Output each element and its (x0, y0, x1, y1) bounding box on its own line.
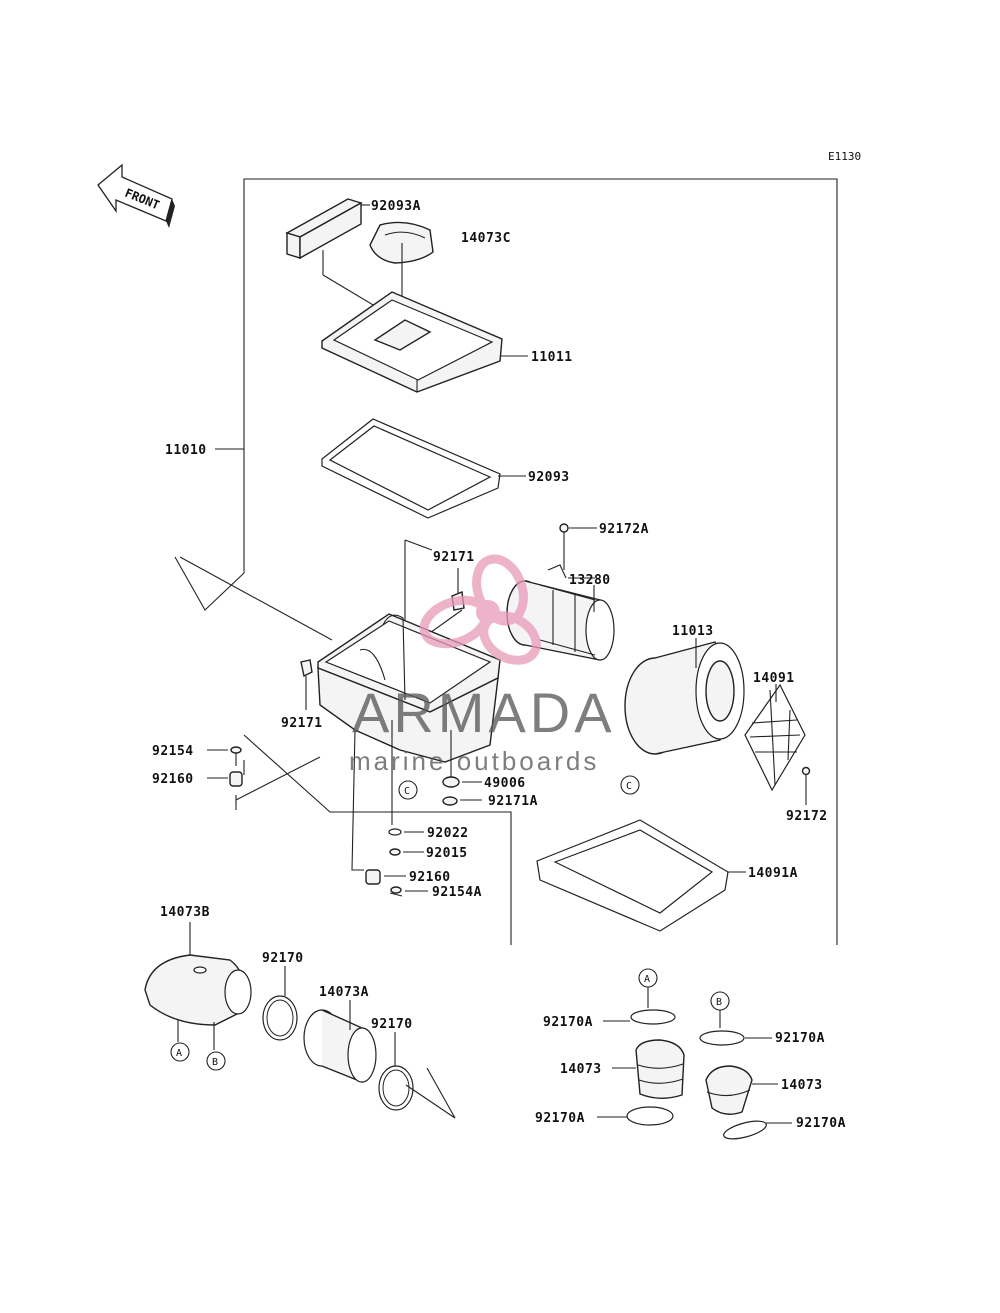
part-label-92170-b: 92170 (371, 1017, 413, 1032)
diagram-code: E1130 (828, 150, 861, 163)
part-label-92154A: 92154A (432, 885, 482, 900)
watermark-brand: ARMADA (352, 681, 616, 744)
screw-92172A (559, 523, 597, 570)
ref-marker-a-2: A (638, 968, 658, 988)
intake-duct-14073B (144, 954, 252, 1026)
svg-text:B: B (716, 997, 722, 1008)
part-label-92022: 92022 (427, 826, 469, 841)
nut-92015 (389, 848, 401, 856)
clamp-92170A-3 (699, 1030, 745, 1046)
part-label-14073-2: 14073 (781, 1078, 823, 1093)
part-label-92172: 92172 (786, 809, 828, 824)
front-arrow-icon: FRONT (97, 163, 175, 228)
ref-marker-b-1: B (206, 1051, 226, 1071)
hose-14073-1 (635, 1039, 685, 1099)
svg-text:A: A (644, 974, 650, 985)
part-label-14091: 14091 (753, 671, 795, 686)
part-label-92093: 92093 (528, 470, 570, 485)
ref-marker-a-1: A (170, 1042, 190, 1062)
foam-strip-92093A (285, 198, 370, 260)
part-label-14073A: 14073A (319, 985, 369, 1000)
ref-marker-c-2: C (620, 775, 640, 795)
part-label-14073C: 14073C (461, 231, 511, 246)
clamp-92170-a (262, 995, 298, 1041)
svg-text:C: C (404, 786, 410, 797)
part-label-92170A-2: 92170A (535, 1111, 585, 1126)
part-label-14091A: 14091A (748, 866, 798, 881)
part-label-14073B: 14073B (160, 905, 210, 920)
part-label-92170A-1: 92170A (543, 1015, 593, 1030)
hose-14073-2 (705, 1065, 753, 1115)
clip-92171A (442, 796, 458, 806)
grommet-92160 (229, 771, 243, 787)
part-label-13280: 13280 (569, 573, 611, 588)
clamp-92170A-2 (626, 1106, 674, 1126)
part-label-92171-left: 92171 (281, 716, 323, 731)
grommet-92160-b (365, 869, 381, 885)
ref-marker-b-2: B (710, 991, 730, 1011)
part-label-92093A: 92093A (371, 199, 421, 214)
part-label-11010: 11010 (165, 443, 207, 458)
gasket-92093 (321, 418, 501, 519)
part-label-92160: 92160 (152, 772, 194, 787)
air-box-body-11010 (317, 613, 501, 763)
part-label-11011: 11011 (531, 350, 573, 365)
svg-text:C: C (626, 781, 632, 792)
part-label-92171-top: 92171 (433, 550, 475, 565)
part-label-14073-1: 14073 (560, 1062, 602, 1077)
svg-text:B: B (212, 1057, 218, 1068)
part-label-92015: 92015 (426, 846, 468, 861)
clamp-92170A-4 (723, 1120, 767, 1140)
svg-text:A: A (176, 1048, 182, 1059)
bolt-92154A (389, 886, 403, 897)
part-label-92154: 92154 (152, 744, 194, 759)
clip-92171-left (300, 659, 313, 710)
intake-cap-14073C (369, 221, 434, 322)
gasket-plate-14091A (536, 819, 729, 932)
part-label-92172A: 92172A (599, 522, 649, 537)
clamp-92170-b (378, 1065, 414, 1111)
propeller-logo-icon (419, 554, 541, 665)
clamp-92170A-1 (630, 1009, 676, 1025)
part-label-11013: 11013 (672, 624, 714, 639)
part-label-92170A-4: 92170A (796, 1116, 846, 1131)
watermark-tagline: marine outboards (349, 746, 599, 776)
part-label-92170-a: 92170 (262, 951, 304, 966)
part-label-92170A-3: 92170A (775, 1031, 825, 1046)
watermark: ARMADA marine outboards (349, 554, 616, 776)
tube-14073A (303, 1009, 377, 1083)
fitting-49006 (442, 776, 460, 788)
screw-92172 (801, 766, 811, 805)
filter-element-11013 (624, 641, 745, 755)
part-label-49006: 49006 (484, 776, 526, 791)
part-label-92171A: 92171A (488, 794, 538, 809)
assembly-frame (174, 178, 838, 945)
bolt-92154 (230, 746, 242, 766)
air-box-lid-11011 (321, 291, 503, 393)
washer-92022 (388, 828, 402, 836)
part-label-92160-b: 92160 (409, 870, 451, 885)
ref-marker-c-1: C (398, 780, 418, 800)
screen-14091 (744, 683, 806, 792)
